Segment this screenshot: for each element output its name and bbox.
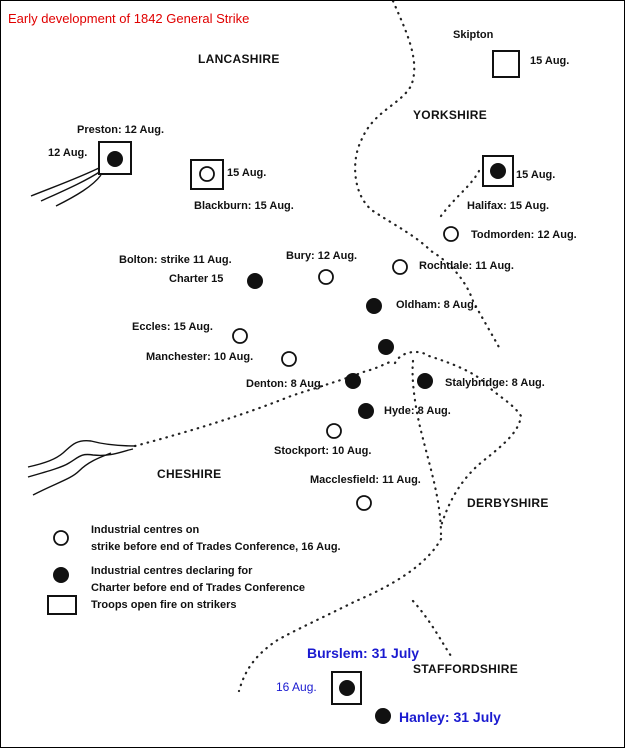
bury-circle [318, 269, 334, 285]
label-rochdale: Rochdale: 11 Aug. [419, 260, 514, 272]
label-blackburn-date: 15 Aug. [227, 167, 267, 179]
legend-filled-line1: Industrial centres declaring for [91, 565, 253, 577]
river-ribble-2 [40, 170, 102, 202]
manchester-circle [281, 351, 297, 367]
label-oldham: Oldham: 8 Aug. [396, 299, 477, 311]
label-hanley: Hanley: 31 July [399, 709, 501, 725]
label-skipton-date: 15 Aug. [530, 55, 570, 67]
boundary-cheshire-derby [411, 359, 443, 538]
boundary-cheshire-north [133, 359, 395, 448]
label-halifax-date: 15 Aug. [516, 169, 556, 181]
ashton-dot [378, 339, 394, 355]
river-mersey-1 [27, 439, 137, 468]
region-staffordshire: STAFFORDSHIRE [413, 662, 519, 676]
eccles-circle [232, 328, 248, 344]
label-preston: Preston: 12 Aug. [77, 124, 164, 136]
preston-dot [107, 151, 123, 167]
map-title: Early development of 1842 General Strike [8, 11, 250, 26]
bolton-dot [247, 273, 263, 289]
burslem-dot [339, 680, 355, 696]
label-burslem-date: 16 Aug. [276, 680, 317, 694]
region-yorkshire: YORKSHIRE [413, 108, 488, 122]
macclesfield-circle [356, 495, 372, 511]
hyde-dot [358, 403, 374, 419]
river-ribble-3 [55, 174, 102, 207]
label-stockport: Stockport: 10 Aug. [274, 445, 372, 457]
label-burslem: Burslem: 31 July [307, 645, 420, 661]
label-bolton-charter: Charter 15 [169, 273, 224, 285]
label-todmorden: Todmorden: 12 Aug. [471, 229, 577, 241]
rochdale-circle [392, 259, 408, 275]
halifax-dot [490, 163, 506, 179]
stockport-circle [326, 423, 342, 439]
boundary-staffs-east [411, 599, 453, 658]
river-mersey-2 [27, 448, 134, 478]
label-macclesfield: Macclesfield: 11 Aug. [310, 474, 421, 486]
region-cheshire: CHESHIRE [157, 467, 222, 481]
blackburn-circle [199, 166, 215, 182]
legend-open-circle [53, 530, 69, 546]
label-denton: Denton: 8 Aug. [246, 378, 324, 390]
denton-dot [345, 373, 361, 389]
skipton-square [492, 50, 520, 78]
label-preston-date: 12 Aug. [48, 147, 88, 159]
legend-filled-line2: Charter before end of Trades Conference [91, 582, 305, 594]
label-bolton: Bolton: strike 11 Aug. [119, 254, 232, 266]
legend-square-label: Troops open fire on strikers [91, 599, 237, 611]
region-lancashire: LANCASHIRE [198, 52, 280, 66]
label-eccles: Eccles: 15 Aug. [132, 321, 213, 333]
label-halifax: Halifax: 15 Aug. [467, 200, 550, 212]
todmorden-circle [443, 226, 459, 242]
label-bury: Bury: 12 Aug. [286, 250, 358, 262]
boundary-staffs [237, 537, 443, 693]
hanley-dot [375, 708, 391, 724]
oldham-dot [366, 298, 382, 314]
boundary-yorks-east [439, 169, 481, 218]
river-mersey-3 [32, 452, 112, 496]
label-hyde: Hyde: 8 Aug. [384, 405, 451, 417]
legend-open-line1: Industrial centres on [91, 524, 200, 536]
legend-open-line2: strike before end of Trades Conference, … [91, 541, 341, 553]
label-manchester: Manchester: 10 Aug. [146, 351, 254, 363]
river-ribble-1 [30, 166, 102, 197]
region-derbyshire: DERBYSHIRE [467, 496, 549, 510]
label-blackburn: Blackburn: 15 Aug. [194, 200, 294, 212]
legend-filled-circle [53, 567, 69, 583]
label-stalybridge: Stalybridge: 8 Aug. [445, 377, 545, 389]
stalybridge-dot [417, 373, 433, 389]
legend-square [47, 595, 77, 615]
label-skipton: Skipton [453, 29, 494, 41]
